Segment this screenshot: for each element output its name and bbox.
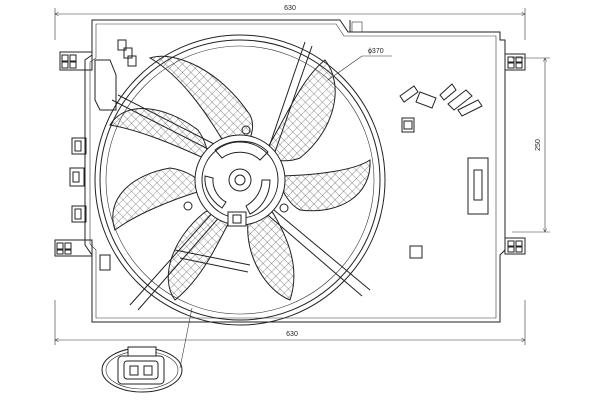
- fan-struts: [111, 41, 371, 311]
- fan-diameter-label: ϕ370: [368, 48, 384, 55]
- shroud-frame: [54, 19, 526, 323]
- connector-detail: [101, 307, 193, 393]
- top-dimension: 630: [54, 5, 526, 40]
- fan-ring: [94, 34, 386, 326]
- right-dimension: 250: [512, 57, 550, 233]
- right-dimension-label: 250: [535, 139, 542, 151]
- top-dimension-label: 630: [284, 5, 296, 12]
- bottom-dimension: 630: [54, 300, 526, 345]
- bottom-dimension-label: 630: [286, 331, 298, 338]
- diameter-callout: ϕ370: [327, 48, 392, 81]
- motor-hub: [183, 125, 289, 227]
- right-fittings: [399, 83, 489, 259]
